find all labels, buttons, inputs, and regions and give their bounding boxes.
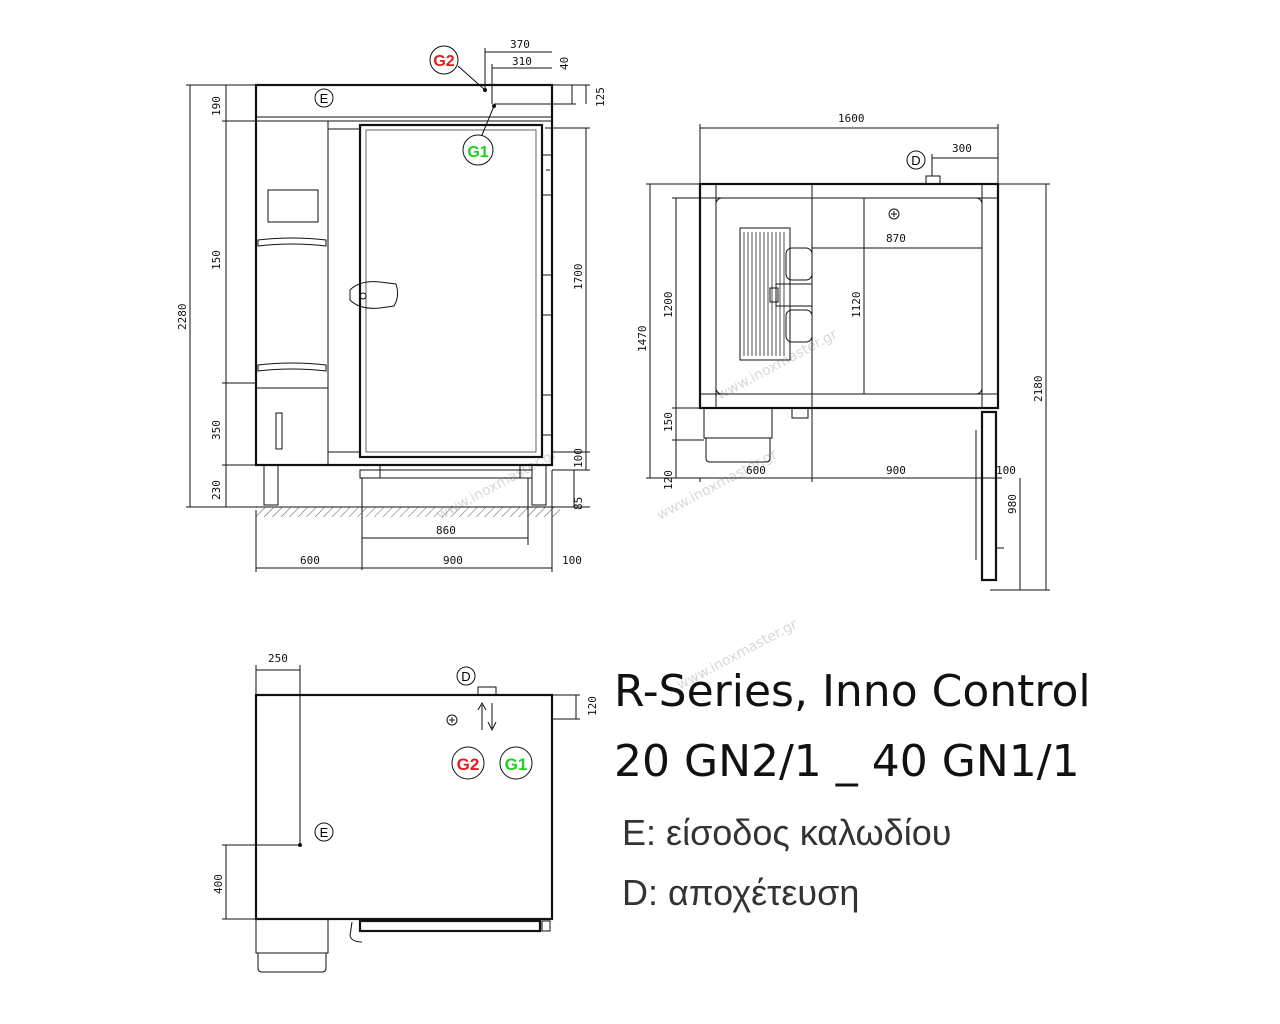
dim-top-150: 150 [662,412,675,432]
g2-side-label: G2 [457,755,480,774]
dim-side-250: 250 [268,652,288,665]
dim-front-2280: 2280 [176,304,189,331]
g1-side-circle [499,746,533,780]
control-display [267,189,319,223]
dim-top-980: 980 [1006,494,1019,514]
e-marker-side [314,822,334,842]
dim-front-100b: 100 [562,554,582,567]
e-marker-side-label: E [320,825,329,840]
door-handle [349,281,399,309]
side-body-outline [254,693,554,921]
dim-side-120: 120 [586,696,599,716]
d-marker-side-label: D [461,669,470,684]
e-marker-label: E [320,91,329,106]
dim-top-1470: 1470 [636,326,649,353]
dim-front-900: 900 [443,554,463,567]
dim-front-1700: 1700 [572,264,585,291]
g2-marker-label: G2 [433,53,454,70]
dim-top-100: 100 [996,464,1016,477]
g2-marker-circle [429,45,459,75]
dim-top-870: 870 [886,232,906,245]
dim-top-1200: 1200 [662,292,675,319]
top-view: D 1600 300 870 1120 1470 1200 150 120 [636,112,1050,591]
d-marker-side [456,666,476,686]
dim-top-120: 120 [662,470,675,490]
dim-front-125: 125 [594,87,607,107]
dim-side-400: 400 [212,874,225,894]
g1-marker-label: G1 [467,144,488,161]
dim-front-860: 860 [436,524,456,537]
dim-front-230: 230 [210,480,223,500]
side-view: 250 400 E D 120 G2 G1 [212,652,599,973]
dim-front-85: 85 [572,497,585,510]
oven-door [358,123,544,459]
dim-front-310: 310 [512,55,532,68]
dim-front-40: 40 [558,57,571,70]
door-side [358,919,542,933]
dim-front-100: 100 [572,448,585,468]
legend-d: D: αποχέτευση [622,872,860,913]
legend-e: E: είσοδος καλωδίου [622,812,952,853]
d-marker-top [906,150,926,170]
dim-front-370: 370 [510,38,530,51]
product-model: 20 GN2/1 _ 40 GN1/1 [614,736,1080,787]
g1-side-label: G1 [505,755,528,774]
g1-marker-circle [462,134,494,166]
front-view: 370 310 40 125 G2 G1 E 1700 100 85 [176,38,607,572]
watermark-text: www.inoxmaster.gr [714,326,840,403]
dim-front-190: 190 [210,96,223,116]
door-open-top [980,410,998,582]
g2-side-circle [451,746,485,780]
dim-front-150: 150 [210,250,223,270]
dim-top-1600: 1600 [838,112,865,125]
e-marker-front [314,88,334,108]
dim-front-350: 350 [210,420,223,440]
front-body-outline [254,83,554,467]
dim-front-600: 600 [300,554,320,567]
d-marker-label: D [911,153,920,168]
dim-top-900: 900 [886,464,906,477]
dim-top-2180: 2180 [1032,376,1045,403]
dim-top-1120: 1120 [850,292,863,319]
dim-top-600: 600 [746,464,766,477]
product-title: R-Series, Inno Control [614,666,1091,717]
dim-top-300: 300 [952,142,972,155]
